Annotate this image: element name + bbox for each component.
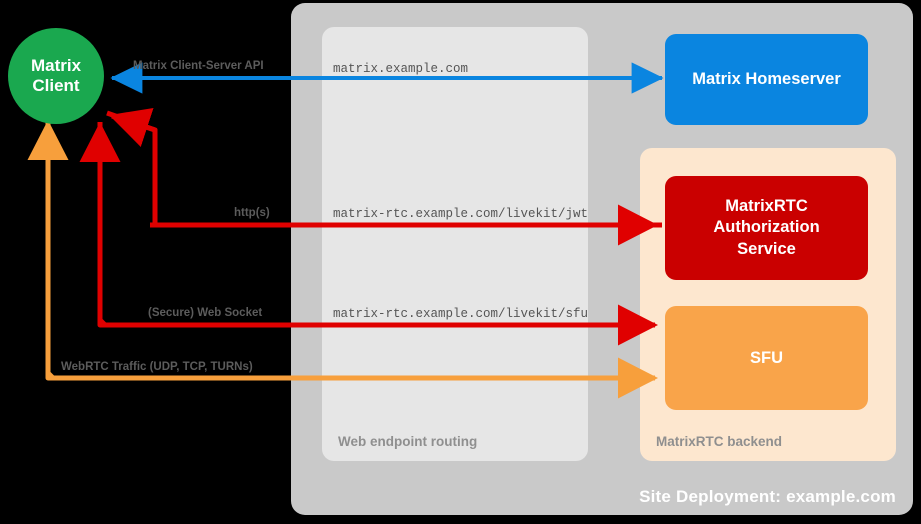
auth-service-label-line3: Service (737, 239, 796, 258)
node-matrix-client[interactable]: Matrix Client (8, 28, 104, 124)
matrixrtc-backend-label: MatrixRTC backend (656, 434, 783, 449)
edge-label-jwt-protocol: http(s) (234, 207, 270, 219)
node-matrixrtc-authorization-service[interactable]: MatrixRTC Authorization Service (665, 176, 868, 280)
site-deployment-label: Site Deployment: example.com (639, 487, 896, 506)
web-endpoint-routing-panel: Web endpoint routing (322, 27, 588, 461)
matrix-client-label-line1: Matrix (30, 56, 82, 76)
edge-sfu-websocket (79, 122, 658, 346)
edge-label-websocket-protocol: (Secure) Web Socket (148, 307, 263, 319)
edge-label-jwt-endpoint: matrix-rtc.example.com/livekit/jwt (333, 207, 589, 221)
matrix-client-label-line2: Client (32, 76, 80, 95)
auth-service-label-line2: Authorization (713, 218, 820, 237)
auth-service-label-line1: MatrixRTC (725, 197, 808, 216)
matrix-homeserver-label: Matrix Homeserver (692, 70, 841, 88)
edge-label-websocket-endpoint: matrix-rtc.example.com/livekit/sfu (333, 307, 589, 321)
edge-label-matrix-cs-api-protocol: Matrix Client-Server API (133, 60, 264, 72)
web-endpoint-routing-label: Web endpoint routing (338, 434, 478, 449)
edge-label-webrtc-traffic-protocol: WebRTC Traffic (UDP, TCP, TURNs) (61, 361, 253, 373)
sfu-label: SFU (750, 348, 783, 367)
edge-jwt-https (106, 107, 662, 246)
node-matrix-homeserver[interactable]: Matrix Homeserver (665, 34, 868, 125)
edge-label-matrix-cs-api-endpoint: matrix.example.com (333, 62, 469, 76)
edge-webrtc-traffic (27, 120, 658, 399)
node-sfu[interactable]: SFU (665, 306, 868, 410)
